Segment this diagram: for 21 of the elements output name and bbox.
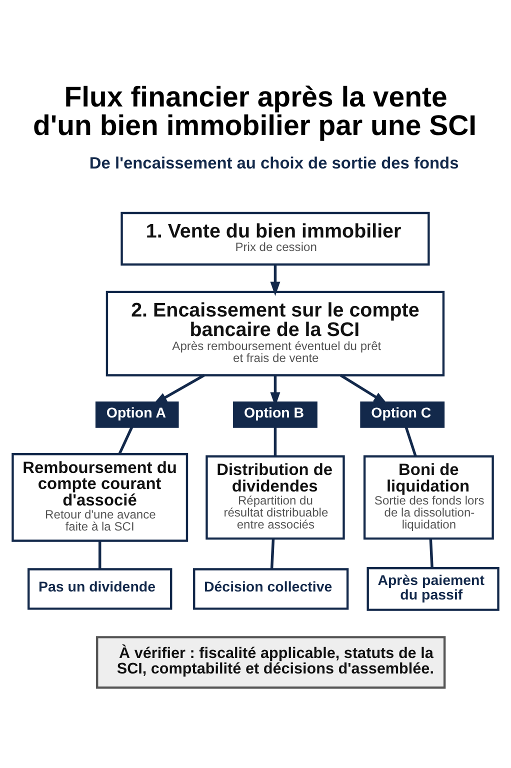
connector — [274, 427, 277, 456]
label: De l'encaissement au choix de sortie des fonds — [89, 154, 459, 173]
node-box: Option A — [95, 402, 179, 428]
node-box: Option C — [360, 402, 445, 428]
node-box: À vérifier : fiscalité applicable, statuts de la SCI, comptabilité et décisions d'assemblée. — [96, 636, 446, 689]
diagram-title: Flux financier après la vente d'un bien immobilier par une SCI — [32, 81, 477, 142]
connector — [118, 426, 134, 455]
node-box: 2. Encaissement sur le compte bancaire de la SCI Après remboursement éventuel du prêt et frais de vente — [106, 290, 445, 376]
connector — [404, 426, 417, 457]
connector — [98, 541, 102, 569]
node-box: Décision collective — [193, 568, 349, 610]
node-box: Pas un dividende — [28, 568, 172, 610]
node-box: Boni de liquidation Sortie des fonds lors de la dissolution-liquidation — [363, 455, 494, 540]
node-box: Après paiement du passif — [366, 567, 500, 611]
arrow — [270, 264, 280, 296]
connector — [270, 538, 275, 570]
node-box: Remboursement du compte courant d'associé Retour d'une avance faite à la SCI — [12, 453, 188, 542]
node-box: Distribution de dividendes Répartition du résultat distribuable entre associés — [206, 455, 345, 540]
node-box: 1. Vente du bien immobilier Prix de cession — [120, 212, 430, 266]
node-box: Option B — [233, 402, 318, 428]
connector — [429, 538, 434, 568]
